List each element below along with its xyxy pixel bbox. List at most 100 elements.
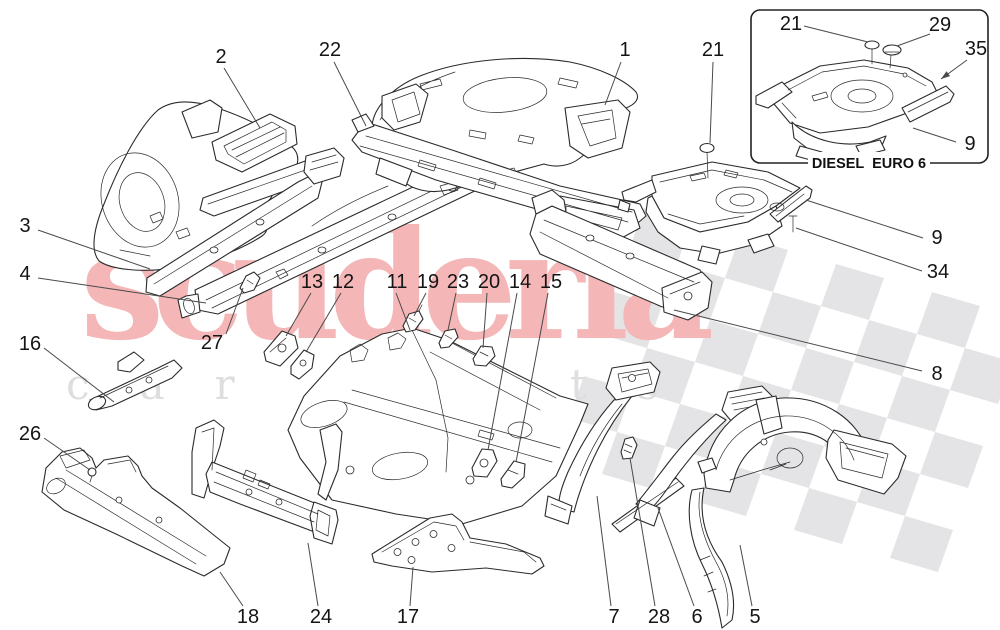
arm-left (755, 81, 793, 109)
leader-line-12-19 (413, 292, 427, 317)
outline (41, 447, 231, 577)
parts-lineart (41, 57, 907, 629)
checker-cell (794, 488, 857, 544)
callout-number-7-26: 26 (19, 423, 41, 445)
callout-number-25-6: 6 (691, 606, 702, 628)
bracket-right-inner (577, 109, 617, 147)
callout-number-19-8: 8 (931, 363, 942, 385)
callout-number-23-7: 7 (608, 606, 619, 628)
callout-number-27-21: 21 (780, 13, 802, 35)
details (408, 304, 423, 323)
part-crossmember-24 (191, 419, 343, 545)
part-sill-18 (41, 447, 231, 577)
tab-left (351, 113, 375, 133)
part-wheelhouse-rh (688, 395, 907, 629)
details (205, 157, 506, 309)
spare-well (830, 79, 894, 113)
callout-number-30-9: 9 (964, 133, 975, 155)
leader-line-21-24 (307, 542, 319, 607)
part-bracket-12 (290, 349, 315, 380)
callout-number-6-16: 16 (19, 333, 41, 355)
callout-number-24-28: 28 (648, 606, 670, 628)
checker-cell (602, 432, 665, 488)
outline (438, 328, 459, 349)
part-bracket-14 (471, 448, 498, 478)
leader-line-26-5 (739, 544, 753, 607)
outline (145, 175, 323, 297)
details (201, 427, 331, 537)
part-bracket-15 (500, 460, 526, 489)
leader-line-9-13 (285, 292, 312, 337)
details (89, 475, 93, 483)
callout-number-17-9: 9 (931, 227, 942, 249)
callout-number-4-3: 3 (19, 215, 30, 237)
bolt (902, 72, 908, 78)
details (381, 521, 537, 563)
part-rail-8 (529, 189, 713, 321)
details (615, 391, 767, 525)
checker-cell (821, 264, 884, 320)
speaker-oval (462, 77, 548, 113)
hole (277, 343, 287, 353)
callout-number-11-11: 11 (387, 271, 408, 293)
holes (115, 496, 163, 524)
clip-box (697, 457, 717, 474)
details (781, 65, 949, 119)
holes (245, 488, 283, 506)
holes (393, 530, 456, 564)
callout-number-12-19: 19 (417, 271, 439, 293)
spare-well-inner (729, 193, 755, 207)
callout-number-26-5: 5 (749, 606, 760, 628)
callout-number-22-17: 17 (397, 606, 419, 628)
outline (500, 460, 526, 489)
plate-right (309, 501, 339, 545)
leader-line-19-8 (673, 309, 923, 372)
arch-opening-inner (118, 172, 166, 232)
feet (617, 199, 775, 265)
box-rail (825, 429, 907, 495)
hole (628, 374, 636, 382)
leader-line-4-3 (37, 229, 151, 270)
inset-label-bg (808, 152, 930, 174)
hole (479, 458, 489, 468)
inset-diesel-euro6: DIESEL EURO 6 (750, 9, 989, 174)
leader-line-7-26 (43, 437, 91, 471)
details (269, 337, 287, 353)
details (246, 279, 254, 285)
callout-number-14-20: 20 (478, 271, 500, 293)
leader-line-16-15 (515, 292, 549, 463)
checker-cell (758, 292, 821, 348)
callout-number-8-27: 27 (201, 332, 223, 354)
foot (544, 495, 573, 525)
leader-line-28-29 (896, 33, 931, 47)
leader-line-8-27 (225, 287, 244, 335)
inset-label: DIESEL EURO 6 (812, 156, 926, 172)
callout-number-15-14: 14 (509, 271, 531, 293)
flange-right (317, 423, 343, 501)
strap (755, 395, 783, 435)
details (55, 449, 207, 565)
leader-line-24-28 (629, 457, 656, 607)
part-bracket-17 (371, 513, 545, 575)
checker-cell (854, 320, 917, 376)
part-clip-19 (402, 304, 424, 333)
leader-line-27-21 (803, 25, 869, 43)
details (698, 415, 889, 617)
callout-number-16-15: 15 (540, 271, 562, 293)
hole-left (300, 400, 348, 428)
leader-line-17-9 (805, 199, 924, 239)
part-clip-20 (472, 345, 496, 367)
bracket-left (381, 83, 429, 131)
end-cap (46, 477, 66, 495)
leader-line-13-23 (447, 292, 457, 331)
checker-cell (725, 236, 788, 292)
checker-cell (695, 320, 758, 376)
part-rail-mid (145, 147, 345, 297)
bracket-right (564, 99, 631, 159)
callout-number-20-18: 18 (237, 606, 259, 628)
checker-cell (599, 292, 662, 348)
inset-part-floor-panel (755, 40, 955, 163)
leader-line-11-11 (395, 292, 411, 331)
outline (402, 310, 424, 333)
